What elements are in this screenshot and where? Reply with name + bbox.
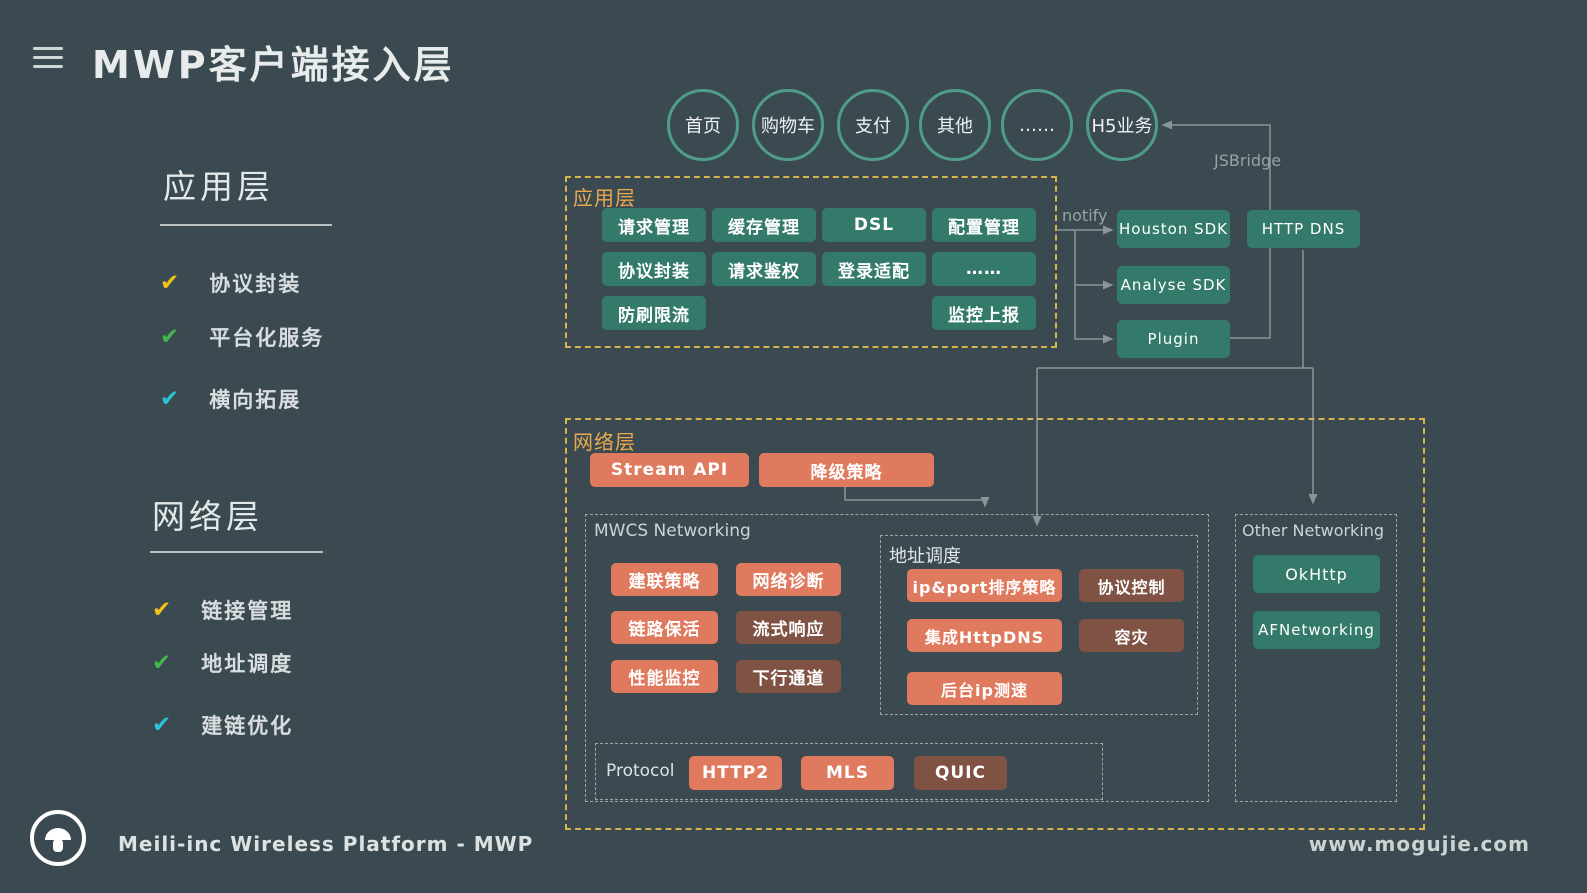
check-icon: ✔ <box>160 269 180 296</box>
node-houston-sdk: Houston SDK <box>1117 210 1230 248</box>
other-networking-title: Other Networking <box>1242 521 1385 540</box>
node-okhttp: OkHttp <box>1253 555 1380 593</box>
node-conn-strategy: 建联策略 <box>611 563 718 596</box>
node-ip-port-sort: ip&port排序策略 <box>907 569 1062 602</box>
check-icon: ✔ <box>160 385 180 412</box>
sidebar-item: ✔ 链接管理 <box>152 595 293 625</box>
node-perf-monitor: 性能监控 <box>611 660 718 693</box>
jsbridge-label: JSBridge <box>1214 151 1282 170</box>
node-protocol-encap: 协议封装 <box>602 252 706 286</box>
other-networking-box: Other Networking OkHttp AFNetworking <box>1235 514 1397 802</box>
sidebar-item-label: 平台化服务 <box>209 326 325 350</box>
sidebar-rule <box>160 224 332 226</box>
node-dsl: DSL <box>822 208 926 242</box>
entry-circle-pay: 支付 <box>837 89 909 161</box>
node-network-diagnosis: 网络诊断 <box>736 563 841 596</box>
check-icon: ✔ <box>152 596 172 623</box>
mwcs-title: MWCS Networking <box>594 521 751 541</box>
app-layer-title: 应用层 <box>573 186 636 210</box>
node-login-adapt: 登录适配 <box>822 252 926 286</box>
app-layer-box: 应用层 请求管理 缓存管理 DSL 配置管理 协议封装 请求鉴权 登录适配 ……… <box>565 176 1057 348</box>
sidebar-heading-app-layer: 应用层 <box>163 167 274 206</box>
notify-label: notify <box>1062 206 1108 225</box>
address-scheduling-box: 地址调度 ip&port排序策略 协议控制 集成HttpDNS 容灾 后台ip测… <box>880 535 1198 715</box>
sidebar-item-label: 建链优化 <box>201 714 294 738</box>
node-stream-api: Stream API <box>590 453 749 487</box>
node-httpdns-integration: 集成HttpDNS <box>907 619 1062 652</box>
sidebar-item-label: 横向拓展 <box>209 388 302 412</box>
node-config-mgmt: 配置管理 <box>932 208 1036 242</box>
footer-url: www.mogujie.com <box>1308 832 1530 856</box>
node-http-dns: HTTP DNS <box>1247 210 1360 248</box>
node-anti-brush: 防刷限流 <box>602 296 706 330</box>
sidebar-item: ✔ 地址调度 <box>152 648 293 678</box>
sidebar-heading-network-layer: 网络层 <box>152 497 263 536</box>
mogujie-logo-icon <box>28 808 88 872</box>
entry-circle-home: 首页 <box>667 89 739 161</box>
node-request-mgmt: 请求管理 <box>602 208 706 242</box>
sidebar-item-label: 协议封装 <box>209 272 302 296</box>
page-title: MWP客户端接入层 <box>92 43 455 87</box>
node-backend-ip-speedtest: 后台ip测速 <box>907 672 1062 705</box>
entry-circle-other: 其他 <box>919 89 991 161</box>
entry-circle-cart: 购物车 <box>752 89 824 161</box>
sidebar-item: ✔ 建链优化 <box>152 710 293 740</box>
node-request-auth: 请求鉴权 <box>712 252 816 286</box>
node-quic: QUIC <box>914 756 1007 790</box>
node-protocol-control: 协议控制 <box>1079 569 1184 602</box>
check-icon: ✔ <box>152 711 172 738</box>
sidebar-item-label: 地址调度 <box>201 652 294 676</box>
node-downlink-channel: 下行通道 <box>736 660 841 693</box>
address-scheduling-title: 地址调度 <box>889 546 961 567</box>
footer-brand: Meili-inc Wireless Platform - MWP <box>118 832 534 856</box>
menu-icon[interactable] <box>33 47 63 71</box>
entry-circle-more: …… <box>1001 89 1073 161</box>
sidebar-item: ✔ 横向拓展 <box>160 384 301 414</box>
node-link-keepalive: 链路保活 <box>611 611 718 644</box>
node-disaster-recovery: 容灾 <box>1079 619 1184 652</box>
sidebar-item: ✔ 平台化服务 <box>160 322 324 352</box>
protocol-box: Protocol HTTP2 MLS QUIC <box>595 743 1103 800</box>
network-layer-box: 网络层 Stream API 降级策略 MWCS Networking 建联策略… <box>565 418 1425 830</box>
check-icon: ✔ <box>160 323 180 350</box>
protocol-title: Protocol <box>606 761 675 781</box>
node-ellipsis: …… <box>932 252 1036 286</box>
entry-circle-h5: H5业务 <box>1086 89 1158 161</box>
node-analyse-sdk: Analyse SDK <box>1117 266 1230 304</box>
node-plugin: Plugin <box>1117 320 1230 358</box>
node-http2: HTTP2 <box>689 756 782 790</box>
sidebar-item-label: 链接管理 <box>201 599 294 623</box>
sidebar-item: ✔ 协议封装 <box>160 268 301 298</box>
sidebar-rule <box>150 551 323 553</box>
node-cache-mgmt: 缓存管理 <box>712 208 816 242</box>
node-afnetworking: AFNetworking <box>1253 611 1380 649</box>
node-monitor-report: 监控上报 <box>932 296 1036 330</box>
network-layer-title: 网络层 <box>573 430 636 454</box>
node-mls: MLS <box>801 756 894 790</box>
mwcs-networking-box: MWCS Networking 建联策略 网络诊断 链路保活 流式响应 性能监控… <box>585 514 1209 802</box>
node-stream-response: 流式响应 <box>736 611 841 644</box>
node-downgrade-strategy: 降级策略 <box>759 453 934 487</box>
check-icon: ✔ <box>152 649 172 676</box>
